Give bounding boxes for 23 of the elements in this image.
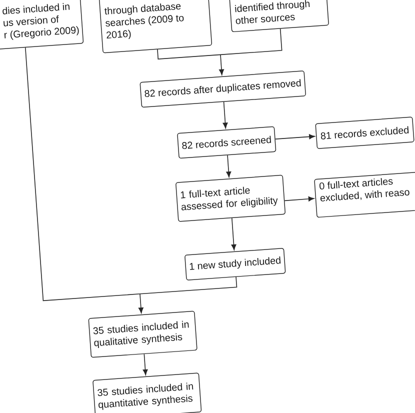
- process-box: 82 records after duplicates removed: [140, 70, 306, 108]
- process-box: dies included in us version of r (Gregorio 2009): [0, 0, 84, 50]
- process-box: identified through other sources: [227, 0, 329, 32]
- process-box: through database searches (2009 to 2016): [98, 0, 212, 54]
- process-box: 35 studies included in quantitative synthesis: [92, 372, 202, 413]
- process-box: 81 records excluded: [315, 116, 414, 149]
- arrow: [231, 218, 236, 250]
- arrow: [138, 293, 144, 314]
- process-box: 82 records screened: [177, 126, 276, 159]
- arrow: [219, 54, 224, 76]
- connector-line: [25, 47, 140, 302]
- arrow: [226, 154, 232, 178]
- connector-line: [220, 28, 282, 56]
- arrow: [222, 102, 228, 128]
- process-box: 1 new study included: [184, 248, 286, 280]
- process-box: 35 studies included in qualitative synthesis: [88, 310, 198, 358]
- arrow: [284, 196, 314, 202]
- process-box: 0 full-text articles excluded, with reaso: [314, 171, 415, 218]
- arrow: [274, 134, 315, 140]
- arrow: [142, 354, 148, 376]
- process-box: 1 full-text article assessed for eligibility: [176, 174, 286, 222]
- connector-line: [157, 49, 221, 60]
- connector-line: [140, 276, 238, 294]
